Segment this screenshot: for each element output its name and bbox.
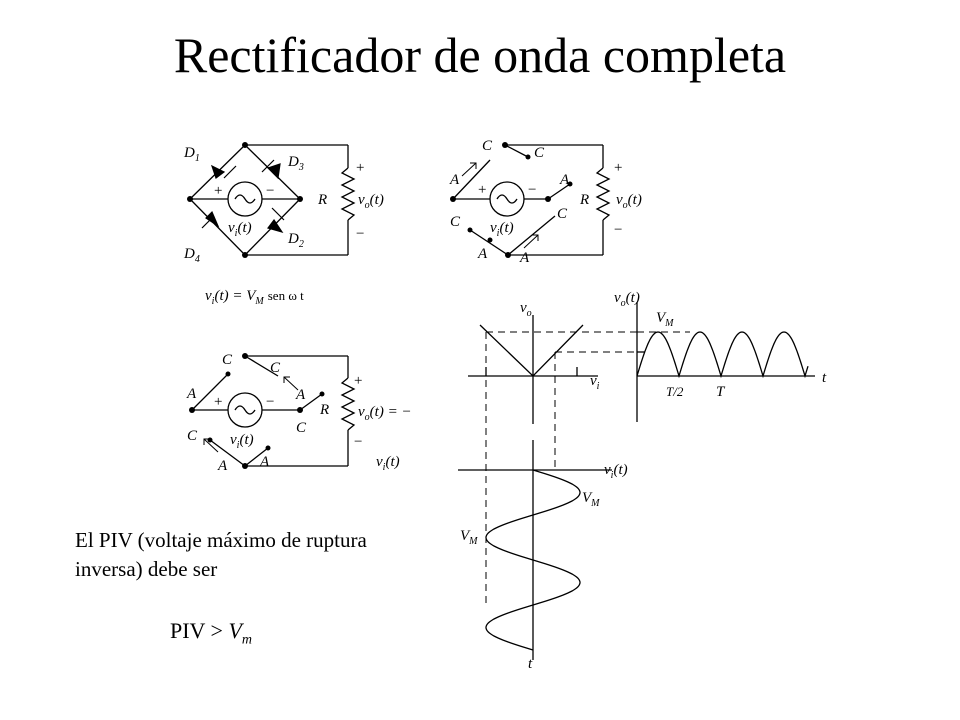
label-vi-3: vi(t): [230, 432, 254, 451]
label-a-bot-4: A: [259, 454, 270, 470]
label-c-bot-1: C: [222, 352, 233, 368]
label-vi-2: vi(t): [490, 220, 514, 239]
bridge-nodes: [187, 142, 303, 258]
label-d2: D2: [287, 231, 304, 250]
label-a-bot-1: A: [186, 386, 197, 402]
label-vi-axis: vi: [590, 373, 600, 392]
label-vi-1: vi(t): [228, 220, 252, 239]
diode-d2-icon: [266, 218, 284, 234]
diode-d1-icon: [210, 164, 226, 179]
input-waveform: [458, 440, 612, 660]
label-vm-top: VM: [656, 310, 674, 329]
label-out-minus-3: −: [354, 434, 362, 450]
label-vi-neg: vi(t): [376, 454, 400, 473]
diode-d1-bar: [223, 165, 237, 179]
switch-nodes-bottom: [189, 353, 325, 469]
label-src-minus-1: −: [266, 183, 274, 199]
output-waveform: [636, 302, 815, 422]
label-out-minus-2: −: [614, 222, 622, 238]
label-a-top-2: A: [559, 172, 570, 188]
label-out-plus-1: +: [356, 160, 364, 176]
label-vo-axis: vo: [520, 300, 532, 319]
label-c-top-4: C: [557, 206, 568, 222]
label-vit-axis: vi(t): [604, 462, 628, 481]
bridge-diodes-symbols: [201, 159, 285, 234]
label-src-minus-3: −: [266, 394, 274, 410]
label-c-top-1: C: [482, 138, 493, 154]
piv-description: El PIV (voltaje máximo de ruptura invers…: [75, 528, 367, 581]
label-c-bot-3: C: [187, 428, 198, 444]
diode-d4-icon: [205, 210, 220, 228]
label-t-axis-top: t: [822, 370, 827, 386]
label-d3: D3: [287, 154, 304, 173]
switch-nodes-top: [450, 142, 573, 258]
label-vot-axis: vo(t): [614, 290, 640, 309]
bridge-circuit-switches-top: [452, 144, 611, 256]
label-c-top-3: C: [450, 214, 461, 230]
piv-formula: PIV > Vm: [170, 618, 253, 648]
label-r-3: R: [319, 402, 329, 418]
label-r-2: R: [579, 192, 589, 208]
label-r-1: R: [317, 192, 327, 208]
switch-arrows-top: [461, 162, 539, 249]
label-c-top-2: C: [534, 145, 545, 161]
label-a-bot-2: A: [295, 387, 306, 403]
label-t-full: T: [716, 384, 726, 400]
projection-dashes: [485, 331, 690, 608]
label-t-half: T/2: [666, 384, 684, 399]
label-vm-right: VM: [582, 490, 600, 509]
label-c-bot-2: C: [270, 360, 281, 376]
switch-arrows-bottom: [203, 376, 299, 453]
label-vo-2: vo(t): [616, 192, 642, 211]
label-d1: D1: [183, 145, 200, 164]
label-out-plus-3: +: [354, 373, 362, 389]
label-a-top-4: A: [519, 250, 530, 266]
label-a-top-3: A: [477, 246, 488, 262]
bridge-circuit-switches-bottom: [191, 355, 356, 467]
label-out-minus-1: −: [356, 226, 364, 242]
transfer-graph: [468, 315, 598, 424]
label-vo-3: vo(t) = −: [358, 404, 412, 423]
diode-d3-icon: [266, 163, 281, 180]
label-vm-left: VM: [460, 528, 478, 547]
label-a-top-1: A: [449, 172, 460, 188]
slide-title: Rectificador de onda completa: [173, 27, 787, 83]
label-src-plus-3: +: [214, 394, 222, 410]
label-a-bot-3: A: [217, 458, 228, 474]
label-src-plus-2: +: [478, 182, 486, 198]
label-src-plus-1: +: [214, 183, 222, 199]
label-vo-1: vo(t): [358, 192, 384, 211]
label-d4: D4: [183, 246, 200, 265]
label-src-minus-2: −: [528, 182, 536, 198]
label-c-bot-4: C: [296, 420, 307, 436]
label-t-axis-bottom: t: [528, 656, 533, 672]
label-out-plus-2: +: [614, 160, 622, 176]
